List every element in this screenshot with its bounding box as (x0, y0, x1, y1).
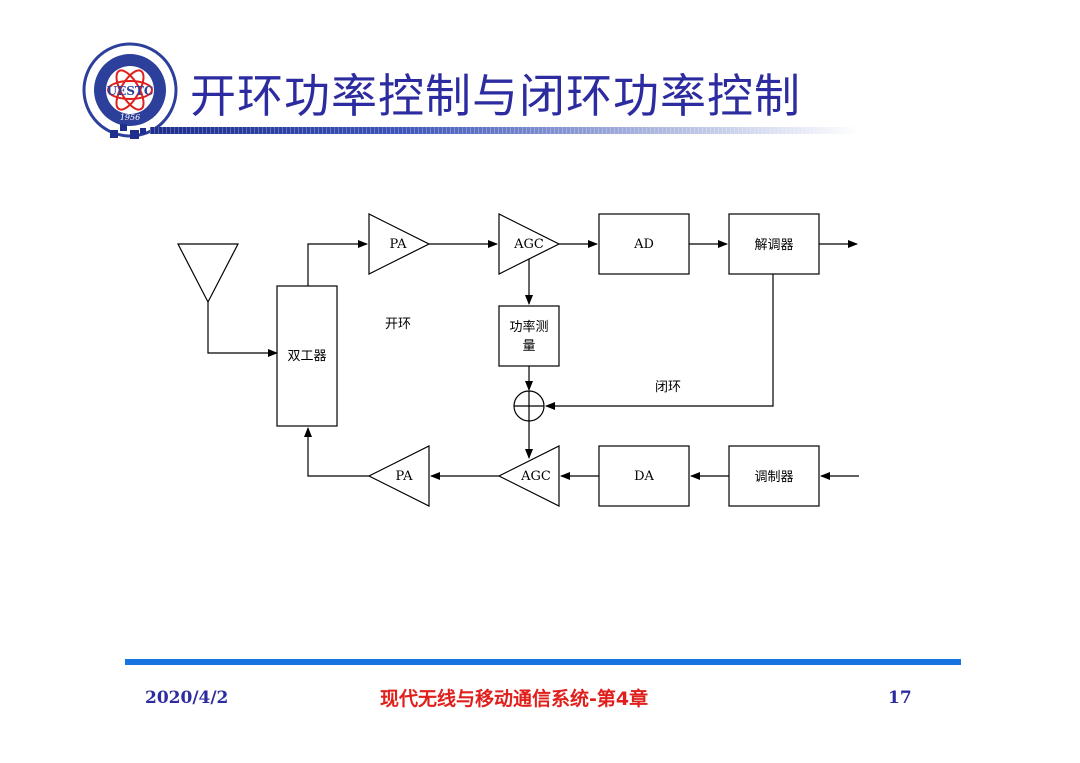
slide-title: 开环功率控制与闭环功率控制 (190, 69, 801, 123)
antenna-to-duplexer-line (207, 302, 278, 357)
pa-to-duplexer-line (304, 427, 369, 477)
decor-square (110, 130, 118, 138)
power-measure-block (498, 305, 560, 367)
decor-square (130, 130, 139, 139)
demodulator-label: 解调器 (754, 238, 793, 253)
duplexer-label: 双工器 (287, 349, 326, 364)
title-underline-bar (150, 127, 860, 134)
pa-bottom-block (367, 445, 430, 507)
agc-top-label: AGC (513, 237, 544, 252)
logo-text: UESTC (107, 84, 154, 98)
agc-bottom-block (497, 445, 560, 507)
footer-date: 2020/4/2 (145, 688, 229, 708)
open-loop-label: 开环 (385, 317, 411, 332)
power-measure-label-2: 量 (522, 339, 535, 354)
pa-top-label: PA (390, 237, 408, 252)
decor-square (140, 128, 146, 134)
adder-cross (514, 391, 544, 421)
agc-bottom-label: AGC (520, 469, 551, 484)
page-number: 17 (888, 688, 912, 708)
footer-divider (125, 659, 961, 665)
decor-square (120, 124, 127, 131)
closed-loop-label: 闭环 (655, 380, 681, 395)
pa-top-block (368, 213, 431, 275)
duplexer-to-pa-line (307, 240, 368, 286)
da-label: DA (634, 469, 654, 484)
modulator-label: 调制器 (754, 470, 793, 485)
duplexer-block (276, 285, 338, 427)
antenna-icon (177, 243, 239, 304)
power-measure-label-1: 功率测 (509, 319, 548, 335)
university-logo: UESTC 1956 (82, 42, 178, 138)
closed-loop-line (545, 274, 774, 410)
pa-bottom-label: PA (396, 469, 414, 484)
logo-year: 1956 (120, 113, 140, 122)
ad-label: AD (633, 237, 654, 252)
footer-course-title: 现代无线与移动通信系统-第4章 (380, 688, 649, 710)
